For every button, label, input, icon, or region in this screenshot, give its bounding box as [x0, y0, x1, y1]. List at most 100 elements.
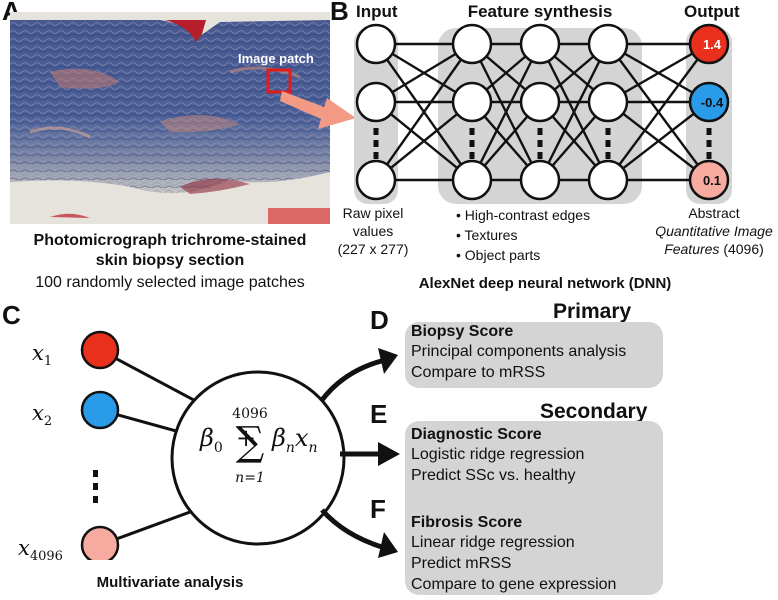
output-desc-line3: Features (4096) [664, 241, 764, 257]
ellipsis-dot [373, 152, 379, 159]
ellipsis-dot [469, 140, 475, 147]
sum-lower-limit: n=1 [235, 470, 265, 486]
input-desc-line1: Raw pixel [342, 205, 404, 221]
network-connection [470, 43, 542, 181]
ellipsis-dot [706, 152, 712, 159]
input-label-x2: x2 [32, 401, 53, 430]
output-neuron [688, 81, 730, 123]
diagnostic-score-line: Predict SSc vs. healthy [411, 467, 576, 484]
hidden-neuron [519, 23, 561, 65]
network-connection [375, 101, 473, 181]
ellipsis-dot [537, 128, 543, 135]
panel-a-caption-line3: 100 randomly selected image patches [35, 274, 305, 291]
output-value-2: -0.4 [700, 95, 724, 110]
biopsy-score-line: Compare to mRSS [411, 364, 546, 381]
feature-item: • Object parts [456, 247, 541, 263]
fibrosis-score-title: Fibrosis Score [411, 514, 523, 531]
feature-list: • High-contrast edges • Textures • Objec… [456, 205, 590, 265]
output-desc-line2: Quantitative Image [655, 223, 773, 239]
input-desc-line3: (227 x 277) [337, 241, 409, 257]
image-patch-label: Image patch [238, 51, 314, 66]
ellipsis-dot [373, 140, 379, 147]
input-label-x1: x1 [32, 341, 53, 370]
ellipsis-dot [373, 128, 379, 135]
output-value-3: 0.1 [702, 173, 722, 188]
hidden-neuron [451, 81, 493, 123]
ellipsis-dot [93, 496, 98, 503]
panel-f-letter: F [370, 494, 386, 524]
network-connection [607, 101, 710, 181]
ellipsis-dot [469, 152, 475, 159]
output-desc-line1: Abstract [688, 205, 740, 221]
biopsy-score-box [405, 322, 663, 388]
secondary-scores-box [405, 421, 663, 595]
biopsy-score-line: Principal components analysis [411, 343, 627, 360]
panel-b-letter: B [330, 0, 349, 26]
ellipsis-dot [469, 128, 475, 135]
sum-upper-limit: 4096 [232, 406, 268, 422]
diagnostic-score-line: Logistic ridge regression [411, 446, 585, 463]
ellipsis-dot [537, 152, 543, 159]
input-neuron [355, 81, 397, 123]
network-connection [538, 43, 610, 181]
network-connection [607, 43, 710, 181]
feature-item: • Textures [456, 227, 518, 243]
output-neuron [688, 23, 730, 65]
neural-network-diagram [354, 23, 732, 204]
input-neuron [355, 23, 397, 65]
input-node-x2 [80, 390, 120, 430]
hidden-neuron [519, 81, 561, 123]
output-value-1: 1.4 [702, 37, 722, 52]
fibrosis-score-line: Predict mRSS [411, 555, 512, 572]
biopsy-photomicrograph [10, 12, 330, 224]
hidden-neuron [451, 23, 493, 65]
ellipsis-dot [605, 152, 611, 159]
hidden-neuron [519, 159, 561, 201]
network-connection [375, 43, 473, 181]
panel-a-caption-line1: Photomicrograph trichrome-stained [33, 232, 307, 249]
primary-group-title: Primary [553, 300, 632, 323]
ellipsis-dot [605, 128, 611, 135]
biopsy-score-content: Biopsy Score Principal components analys… [411, 322, 626, 383]
hidden-neuron [587, 81, 629, 123]
input-neuron [355, 159, 397, 201]
panel-c-letter: C [2, 300, 21, 330]
sum-term: βnxn [272, 424, 318, 456]
score-arrows [320, 348, 400, 558]
multivariate-diagram [80, 330, 346, 560]
ellipsis-dot [706, 128, 712, 135]
diagnostic-score-title: Diagnostic Score [411, 426, 542, 443]
feature-synthesis-header: Feature synthesis [467, 2, 613, 21]
regression-formula: β0 + [200, 424, 257, 456]
input-node-x4096 [80, 525, 120, 560]
network-caption: AlexNet deep neural network (DNN) [418, 275, 672, 292]
input-header: Input [356, 2, 398, 21]
hidden-neuron [587, 23, 629, 65]
ellipsis-dot [537, 140, 543, 147]
patch-arrow [280, 91, 356, 129]
hidden-neuron [587, 159, 629, 201]
ellipsis-dot [605, 140, 611, 147]
panel-e-letter: E [370, 399, 388, 429]
sum-symbol: ∑ [235, 419, 265, 465]
summation-node [170, 370, 346, 546]
panel-d-letter: D [370, 305, 389, 335]
diagnostic-score-content: Diagnostic Score Logistic ridge regressi… [411, 425, 584, 486]
secondary-group-title: Secondary [540, 400, 648, 423]
ellipsis-dot [706, 140, 712, 147]
multivariate-caption: Multivariate analysis [96, 574, 244, 591]
panel-a-caption-line2: skin biopsy section [95, 252, 245, 269]
output-neuron [688, 159, 730, 201]
hidden-neuron [451, 159, 493, 201]
input-desc-line2: values [352, 223, 394, 239]
fibrosis-score-content: Fibrosis Score Linear ridge regression P… [411, 513, 616, 595]
input-label-x4096: x4096 [18, 536, 63, 565]
ellipsis-dot [93, 483, 98, 490]
fibrosis-score-line: Linear ridge regression [411, 534, 575, 551]
fibrosis-score-line: Compare to gene expression [411, 576, 617, 593]
ellipsis-dot [93, 470, 98, 477]
input-node-x1 [80, 330, 120, 370]
biopsy-score-title: Biopsy Score [411, 323, 514, 340]
output-header: Output [684, 2, 740, 21]
feature-item: • High-contrast edges [456, 207, 591, 223]
